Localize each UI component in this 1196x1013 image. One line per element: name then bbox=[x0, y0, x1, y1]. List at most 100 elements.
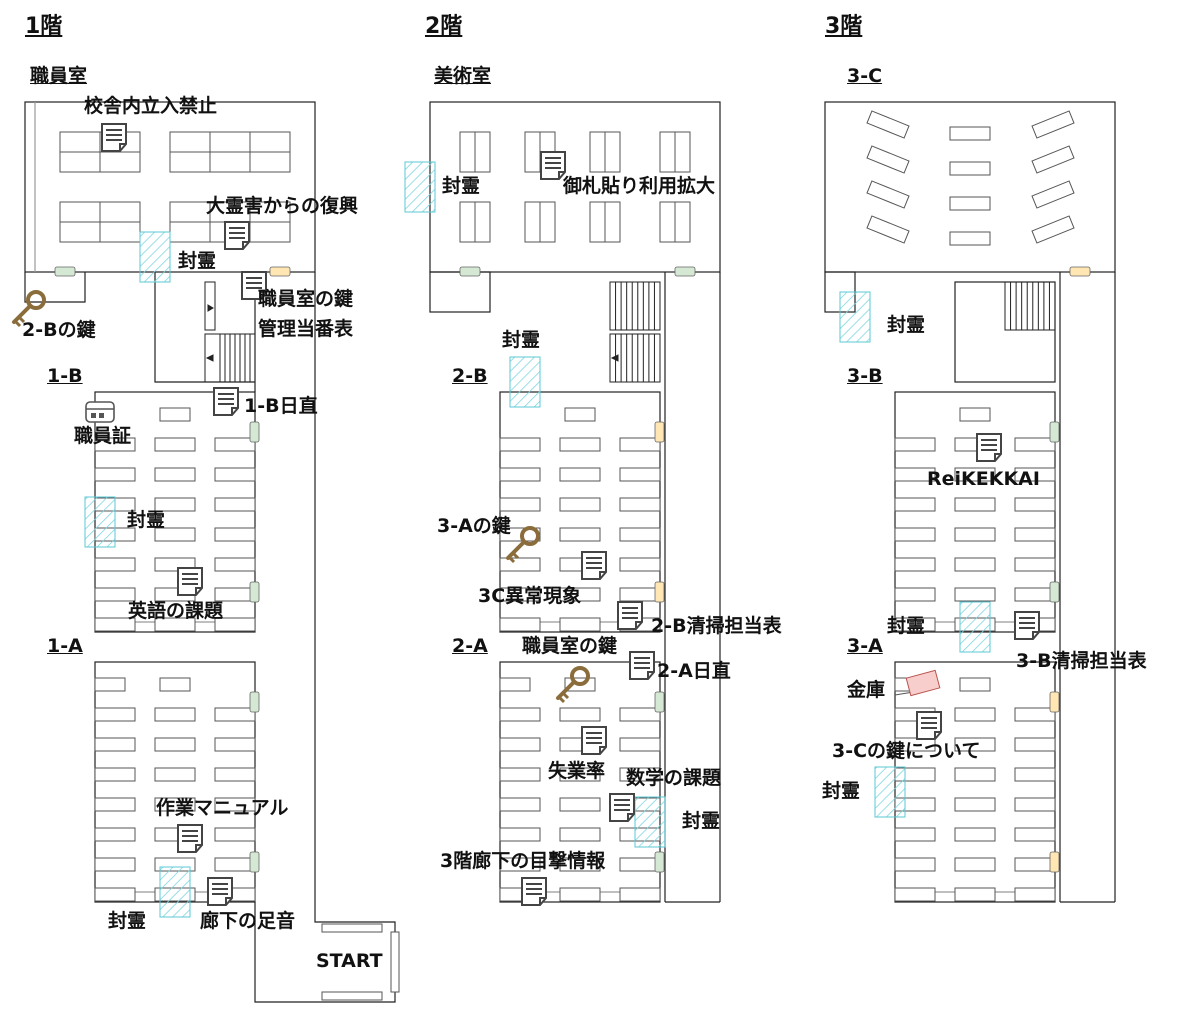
desk bbox=[894, 467, 936, 482]
desk bbox=[954, 497, 996, 512]
desk bbox=[604, 131, 621, 173]
desk bbox=[619, 527, 661, 542]
door[interactable] bbox=[1049, 691, 1060, 713]
seal-zone[interactable] bbox=[159, 866, 191, 918]
desk bbox=[499, 587, 541, 602]
document-icon[interactable] bbox=[916, 711, 942, 740]
document-icon[interactable] bbox=[101, 123, 127, 152]
label-seal: 封霊 bbox=[108, 910, 147, 932]
document-icon[interactable] bbox=[177, 824, 203, 853]
seal-zone[interactable] bbox=[874, 766, 906, 818]
door[interactable] bbox=[459, 266, 481, 277]
desk bbox=[459, 131, 476, 173]
label-sighting-3f: 3階廊下の目撃情報 bbox=[440, 850, 606, 872]
door[interactable] bbox=[249, 421, 260, 443]
seal-zone[interactable] bbox=[84, 496, 116, 548]
desk bbox=[619, 707, 661, 722]
door[interactable] bbox=[1049, 421, 1060, 443]
desk bbox=[214, 797, 256, 812]
desk bbox=[559, 827, 601, 842]
label-cleaning-3b: 3-B清掃担当表 bbox=[1016, 650, 1147, 672]
seal-zone[interactable] bbox=[139, 231, 171, 283]
door[interactable] bbox=[1049, 581, 1060, 603]
door[interactable] bbox=[1049, 851, 1060, 873]
desk bbox=[154, 527, 196, 542]
door[interactable] bbox=[654, 851, 665, 873]
seal-zone[interactable] bbox=[839, 291, 871, 343]
desk bbox=[539, 201, 556, 243]
label-talisman: 御札貼り利用拡大 bbox=[563, 175, 716, 197]
document-icon[interactable] bbox=[224, 221, 250, 250]
label-seal: 封霊 bbox=[178, 250, 217, 272]
desk bbox=[499, 797, 541, 812]
document-icon[interactable] bbox=[609, 793, 635, 822]
seal-zone[interactable] bbox=[634, 796, 666, 848]
desk bbox=[954, 797, 996, 812]
seal-zones bbox=[84, 161, 991, 918]
desk bbox=[619, 857, 661, 872]
desk bbox=[604, 201, 621, 243]
document-icon[interactable] bbox=[540, 151, 566, 180]
document-icon[interactable] bbox=[581, 726, 607, 755]
desk bbox=[214, 827, 256, 842]
id-card-icon[interactable] bbox=[85, 401, 115, 423]
room-2b: 2-B bbox=[452, 365, 488, 387]
desk bbox=[154, 437, 196, 452]
door[interactable] bbox=[269, 266, 291, 277]
desk bbox=[499, 527, 541, 542]
desk bbox=[499, 467, 541, 482]
seal-zone[interactable] bbox=[404, 161, 436, 213]
document-icon[interactable] bbox=[207, 877, 233, 906]
desk bbox=[249, 221, 291, 243]
desk bbox=[154, 707, 196, 722]
desk bbox=[949, 196, 991, 211]
key-icon[interactable] bbox=[556, 666, 590, 704]
key-icon[interactable] bbox=[12, 290, 46, 328]
desk bbox=[894, 587, 936, 602]
desk bbox=[94, 617, 136, 632]
seal-zone[interactable] bbox=[959, 601, 991, 653]
seal-zone[interactable] bbox=[509, 356, 541, 408]
door[interactable] bbox=[654, 691, 665, 713]
document-icon[interactable] bbox=[617, 601, 643, 630]
stair-steps bbox=[205, 282, 1050, 382]
document-icon[interactable] bbox=[521, 877, 547, 906]
desk bbox=[894, 887, 936, 902]
document-icon[interactable] bbox=[581, 551, 607, 580]
document-icon[interactable] bbox=[976, 433, 1002, 462]
document-icon[interactable] bbox=[1014, 611, 1040, 640]
desk bbox=[559, 797, 601, 812]
label-duty-1b: 1-B日直 bbox=[244, 395, 318, 417]
desk bbox=[1031, 215, 1075, 244]
door[interactable] bbox=[1069, 266, 1091, 277]
door[interactable] bbox=[654, 581, 665, 603]
label-duty-2a: 2-A日直 bbox=[657, 660, 731, 682]
desk bbox=[94, 467, 136, 482]
desk bbox=[499, 617, 541, 632]
door[interactable] bbox=[249, 691, 260, 713]
desk bbox=[894, 557, 936, 572]
door[interactable] bbox=[249, 581, 260, 603]
desk bbox=[154, 797, 196, 812]
desk bbox=[459, 201, 476, 243]
document-icon[interactable] bbox=[241, 271, 267, 300]
door[interactable] bbox=[54, 266, 76, 277]
door[interactable] bbox=[674, 266, 696, 277]
desk bbox=[214, 527, 256, 542]
safe-icon[interactable] bbox=[894, 669, 941, 697]
key-icon[interactable] bbox=[506, 526, 540, 564]
document-icon[interactable] bbox=[177, 567, 203, 596]
document-icon[interactable] bbox=[629, 651, 655, 680]
door[interactable] bbox=[654, 421, 665, 443]
document-icon[interactable] bbox=[213, 387, 239, 416]
floor-1-title: 1階 bbox=[25, 14, 63, 39]
label-safe: 金庫 bbox=[847, 679, 886, 701]
desk bbox=[159, 407, 191, 422]
desk bbox=[499, 677, 531, 692]
door[interactable] bbox=[249, 851, 260, 873]
desk bbox=[499, 827, 541, 842]
label-english-hw: 英語の課題 bbox=[128, 600, 224, 622]
desk bbox=[894, 617, 936, 632]
desk bbox=[94, 737, 136, 752]
label-seal: 封霊 bbox=[887, 314, 926, 336]
